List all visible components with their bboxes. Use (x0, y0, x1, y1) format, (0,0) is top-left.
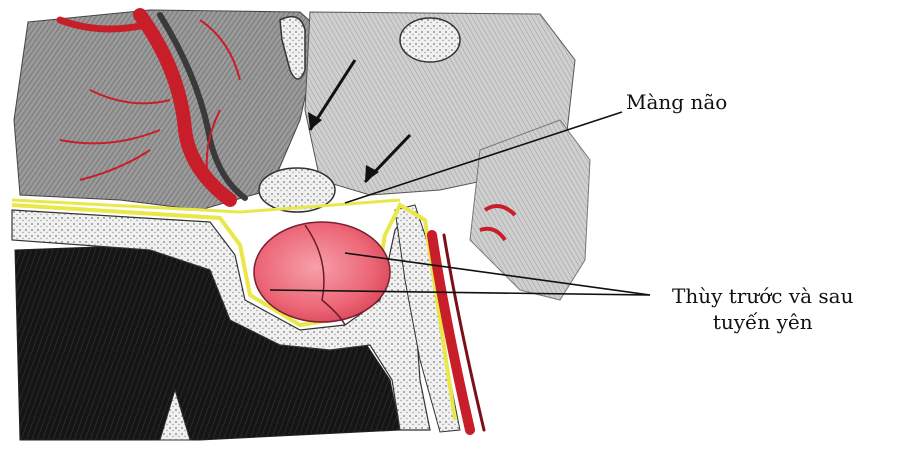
label-meninges: Màng não (626, 89, 727, 115)
label-pituitary-lobes: Thùy trước và sau tuyến yên (672, 283, 853, 335)
brain-nucleus-oval (400, 18, 460, 62)
label-pituitary-lobes-line2: tuyến yên (672, 309, 853, 335)
pituitary-gland (254, 222, 390, 322)
label-pituitary-lobes-line1: Thùy trước và sau (672, 283, 853, 309)
